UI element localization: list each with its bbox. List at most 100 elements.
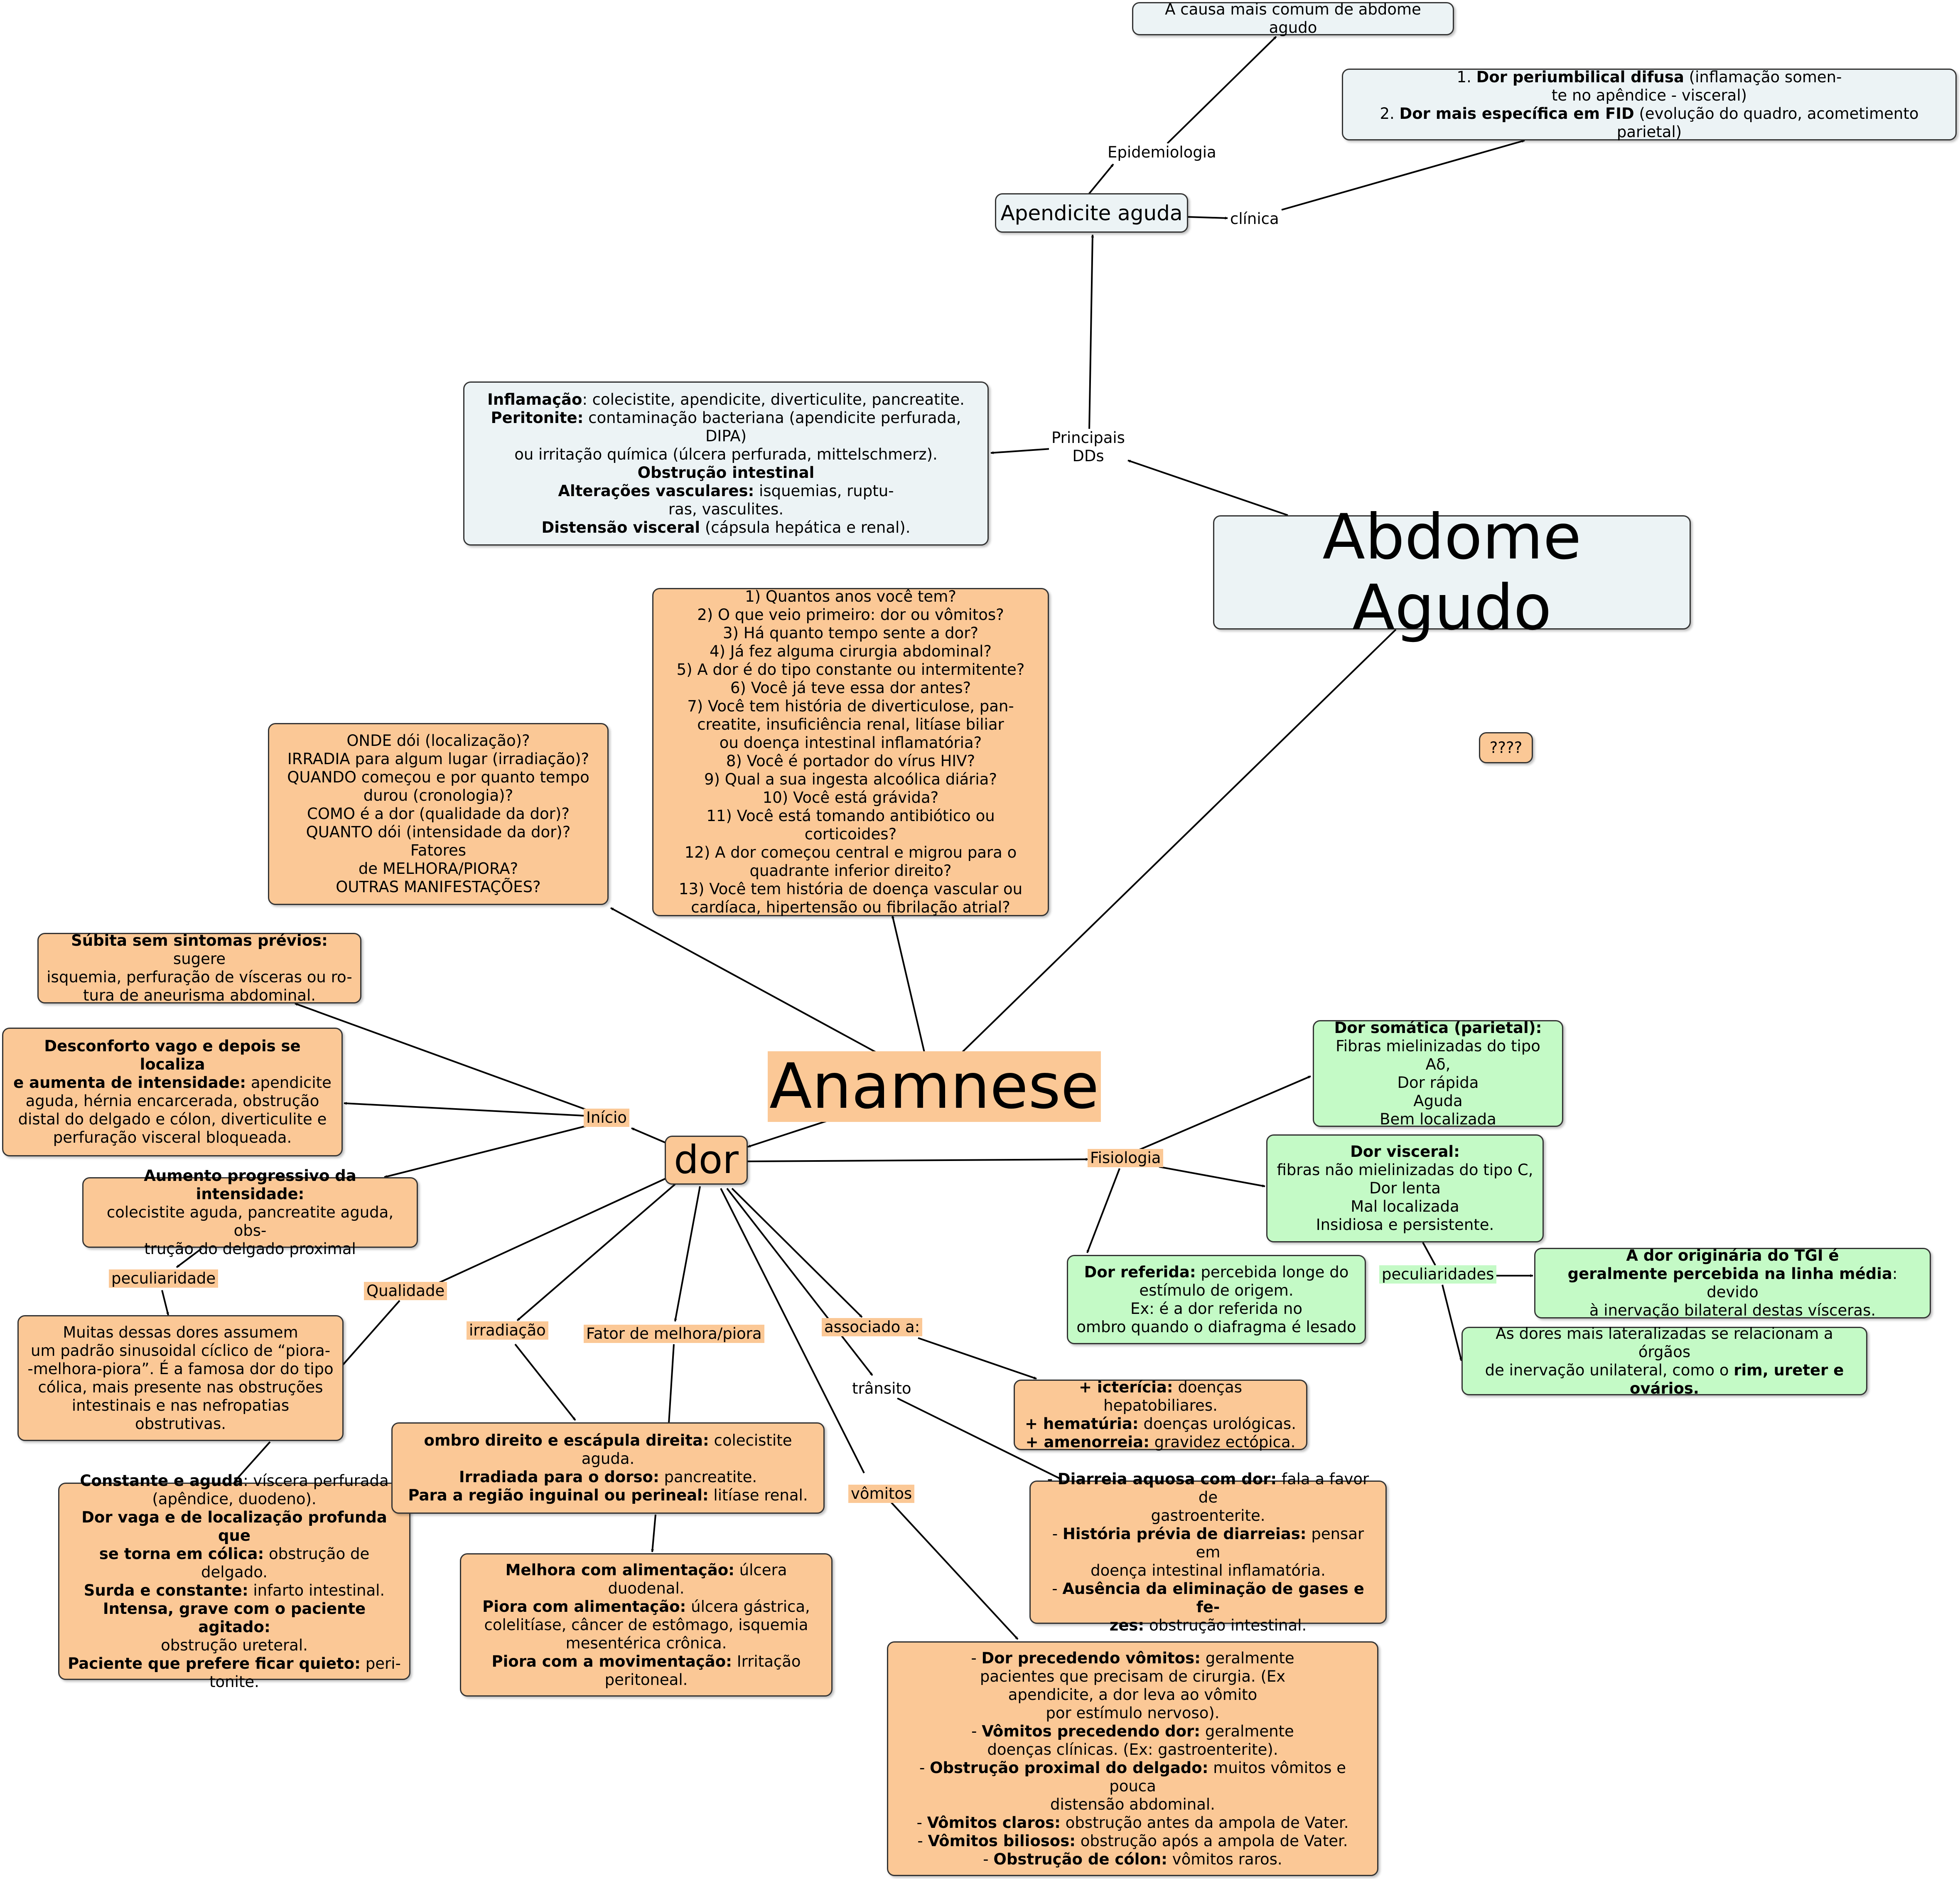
link-fator-melhora-2 (651, 1514, 656, 1552)
dor-node[interactable]: dor (665, 1136, 748, 1185)
text-line: 9) Qual a sua ingesta alcoólica diária? (704, 770, 997, 788)
apendicite-node[interactable]: Apendicite aguda (995, 193, 1188, 233)
link-aumento-peculiaridade (176, 1248, 202, 1268)
melhora-node[interactable]: Melhora com alimentação: úlcera duodenal… (460, 1553, 833, 1697)
text-2a: de inervação unilateral, como o (1485, 1361, 1734, 1379)
link-dor-vomitos (720, 1188, 865, 1473)
text-2c: pancreatite. (659, 1468, 757, 1486)
perguntas-node[interactable]: 1) Quantos anos você tem? 2) O que veio … (652, 588, 1049, 916)
text-9a: - (916, 1813, 927, 1832)
vomitos-node[interactable]: - Dor precedendo vômitos: geralmente pac… (887, 1641, 1378, 1876)
text-line: 4) Já fez alguma cirurgia abdominal? (709, 642, 992, 660)
text-line: 12) A dor começou central e migrou para … (684, 844, 1017, 861)
label-vomitos: vômitos (848, 1485, 915, 1503)
text-1b: Aumento progressivo da intensidade: (144, 1167, 356, 1203)
causa-text: A causa mais comum de abdome agudo (1165, 0, 1421, 37)
text-5a: - (1052, 1579, 1063, 1598)
somatica-node[interactable]: Dor somática (parietal): Fibras mieliniz… (1313, 1019, 1563, 1128)
text-2: Fibras mielinizadas do tipo Aδ, (1336, 1037, 1540, 1073)
text-1b: Desconforto vago e depois se localiza (44, 1037, 301, 1073)
causa-node[interactable]: A causa mais comum de abdome agudo (1132, 0, 1454, 37)
text-4: doença intestinal inflamatória. (1091, 1561, 1326, 1579)
text-5b: Vômitos precedendo dor: (982, 1722, 1201, 1740)
tgi-node[interactable]: A dor originária do TGI é geralmente per… (1534, 1247, 1931, 1319)
abdome-agudo-node[interactable]: Abdome Agudo (1213, 502, 1691, 643)
ictericia-node[interactable]: + icterícia: doenças hepatobiliares. + h… (1014, 1378, 1307, 1451)
dds-node[interactable]: Inflamação: colecistite, apendicite, div… (463, 381, 989, 546)
diarreia-node[interactable]: - Diarreia aquosa com dor: fala a favor … (1029, 1470, 1387, 1634)
link-dds-box (990, 448, 1051, 455)
text-line: 6) Você já teve essa dor antes? (730, 679, 971, 697)
text-1b: Dor visceral: (1350, 1143, 1460, 1161)
text-line: Muitas dessas dores assumem (63, 1323, 298, 1341)
text-1b: Dor periumbilical difusa (1476, 68, 1684, 86)
text-1c: geralmente (1200, 1649, 1294, 1667)
visceral-node[interactable]: Dor visceral: fibras não mielinizadas do… (1266, 1134, 1544, 1242)
text-line: 2) O que veio primeiro: dor ou vômitos? (697, 606, 1004, 624)
text-4b: Obstrução intestinal (637, 463, 815, 482)
text-1c: : colecistite, apendicite, diverticulite… (582, 390, 965, 408)
aumento-node[interactable]: Aumento progressivo da intensidade: cole… (82, 1167, 418, 1258)
text-3: ou irritação química (úlcera perfurada, … (514, 445, 938, 463)
text-line: creatite, insuficiência renal, litíase b… (697, 716, 1004, 733)
text-5c: isquemias, ruptu- (754, 482, 894, 500)
link-dor-transito (726, 1188, 873, 1376)
desconforto-node[interactable]: Desconforto vago e depois se localiza e … (2, 1028, 343, 1156)
text-5c: Irritação (732, 1652, 801, 1670)
text-line: OUTRAS MANIFESTAÇÕES? (336, 878, 541, 896)
lateralizadas-node[interactable]: As dores mais lateralizadas se relaciona… (1461, 1325, 1867, 1397)
text-line: ONDE dói (localização)? (346, 732, 530, 750)
text-line: cardíaca, hipertensão ou fibrilação atri… (691, 898, 1010, 916)
label-peculiaridades: peculiaridades (1379, 1265, 1497, 1284)
text-6: peritoneal. (604, 1670, 688, 1689)
ombro-node[interactable]: ombro direito e escápula direita: coleci… (391, 1422, 825, 1514)
text-3b: Para a região inguinal ou perineal: (408, 1486, 709, 1504)
text-line: 3) Há quanto tempo sente a dor? (722, 624, 979, 642)
text-1b: ombro direito e escápula direita: (424, 1431, 709, 1449)
text-6: ras, vasculites. (668, 500, 784, 518)
text-3: Dor lenta (1369, 1179, 1441, 1197)
subita-node[interactable]: Súbita sem sintomas prévios: sugere isqu… (37, 932, 361, 1004)
text-4: mesentérica crônica. (565, 1634, 727, 1652)
text-4: distal do delgado e cólon, diverticulite… (18, 1110, 327, 1128)
interrogacao-text: ???? (1489, 738, 1523, 757)
text-5c: infarto intestinal. (248, 1581, 385, 1599)
text-line: -melhora-piora”. É a famosa dor do tipo (27, 1360, 334, 1378)
text-5c: geralmente (1200, 1722, 1294, 1740)
label-transito: trânsito (850, 1380, 914, 1398)
interrogacao-node[interactable]: ???? (1479, 732, 1533, 763)
text-10a: - (917, 1832, 928, 1850)
text-3a: 2. (1380, 104, 1400, 123)
text-2c: : devido (1707, 1265, 1898, 1301)
text-7c: muitos vômitos e pouca (1109, 1758, 1346, 1795)
text-3: trução do delgado proximal (144, 1240, 356, 1258)
link-fisiologia-somatica (1138, 1075, 1311, 1151)
link-dor-inicio (631, 1127, 666, 1144)
anamnese-node[interactable]: Anamnese (768, 1051, 1101, 1122)
text-1c: doenças hepatobiliares. (1103, 1378, 1242, 1414)
link-associado-ictericia (918, 1337, 1037, 1380)
referida-node[interactable]: Dor referida: percebida longe do estímul… (1067, 1255, 1366, 1344)
text-line: um padrão sinusoidal cíclico de “piora- (30, 1341, 331, 1360)
clinica-node[interactable]: 1. Dor periumbilical difusa (inflamação … (1342, 68, 1957, 141)
text-3: apendicite, a dor leva ao vômito (1008, 1685, 1258, 1704)
text-1b: Diarreia aquosa com dor: (1057, 1470, 1277, 1488)
constante-node[interactable]: Constante e aguda: víscera perfurada (ap… (58, 1472, 410, 1691)
text-8c: peri- (360, 1654, 401, 1672)
text-6b: Intensa, grave com o paciente agitado: (103, 1599, 366, 1636)
text-9b: Vômitos claros: (927, 1813, 1061, 1832)
onde-node[interactable]: ONDE dói (localização)? IRRADIA para alg… (268, 723, 609, 905)
text-1a: 1. (1456, 68, 1476, 86)
link-abdome-anamnese (957, 629, 1397, 1058)
text-line: 13) Você tem história de doença vascular… (678, 880, 1023, 898)
text-6: doenças clínicas. (Ex: gastroenterite). (987, 1740, 1278, 1758)
label-dds: DDs (1072, 447, 1104, 465)
link-qualidade-constante-2 (234, 1441, 271, 1482)
link-irradiacao-ombro (514, 1343, 576, 1421)
text-3b: + amenorreia: (1025, 1433, 1149, 1451)
label-fator: Fator de melhora/piora (584, 1325, 764, 1343)
muitas-node[interactable]: Muitas dessas dores assumem um padrão si… (17, 1315, 344, 1441)
text-3b: ovários. (1630, 1379, 1699, 1397)
